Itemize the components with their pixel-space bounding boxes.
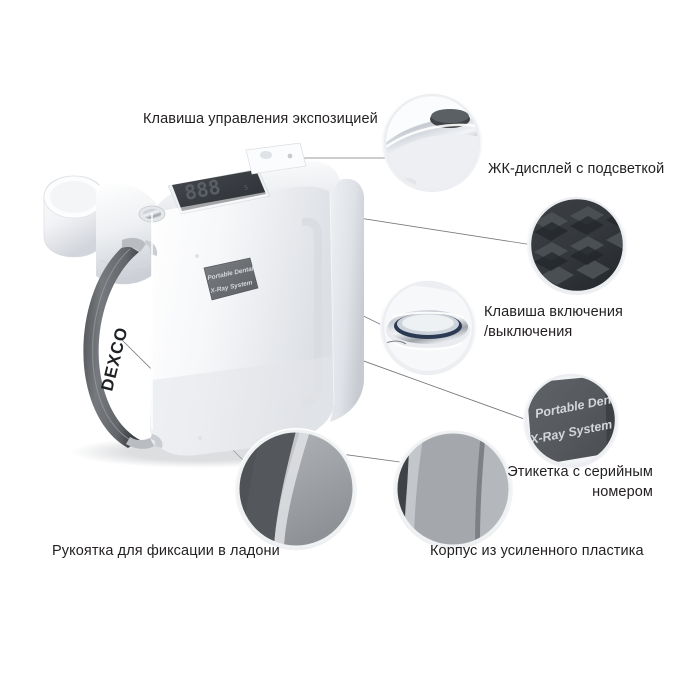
xray-device: Portable Dental X-Ray System 888 s xyxy=(43,142,364,468)
detail-circle-power xyxy=(380,279,476,375)
exposure-key-button[interactable] xyxy=(260,151,272,159)
strap-clip-bottom xyxy=(126,437,154,449)
device-nameplate: Portable Dental X-Ray System xyxy=(203,257,259,301)
callout-label-serial-label: Этикетка с серийным номером xyxy=(507,464,653,500)
exposure-key-assembly[interactable] xyxy=(245,142,307,175)
exposure-key-plate[interactable] xyxy=(245,142,307,175)
lcd-module: 888 s xyxy=(167,168,271,215)
collimator-cone xyxy=(43,175,105,258)
detail-circle-lcd xyxy=(527,195,627,295)
svg-text:s: s xyxy=(243,182,250,192)
callout-label-power-key: Клавиша включения /выключения xyxy=(484,304,624,340)
strap-brand-text: DEXCO xyxy=(97,325,131,393)
detail-circle-handle xyxy=(235,428,357,550)
screw-dot-top xyxy=(195,254,199,258)
exposure-key-led xyxy=(287,153,293,159)
callout-label-lcd-display: ЖК-дисплей с подсветкой xyxy=(488,161,665,177)
callout-label-exposure-key: Клавиша управления экспозицией xyxy=(143,111,378,127)
strap-clip-top xyxy=(122,237,146,252)
callout-label-reinforced-housing: Корпус из усиленного пластика xyxy=(430,543,644,559)
detail-circle-exposure xyxy=(382,92,482,192)
body-right-face xyxy=(330,178,364,422)
screw-dot-bottom xyxy=(197,435,203,441)
callout-label-palm-handle: Рукоятка для фиксации в ладони xyxy=(52,543,280,559)
detail-circle-serial: Portable Dental X-Ray System xyxy=(523,372,619,468)
detail-circle-housing xyxy=(393,429,513,549)
